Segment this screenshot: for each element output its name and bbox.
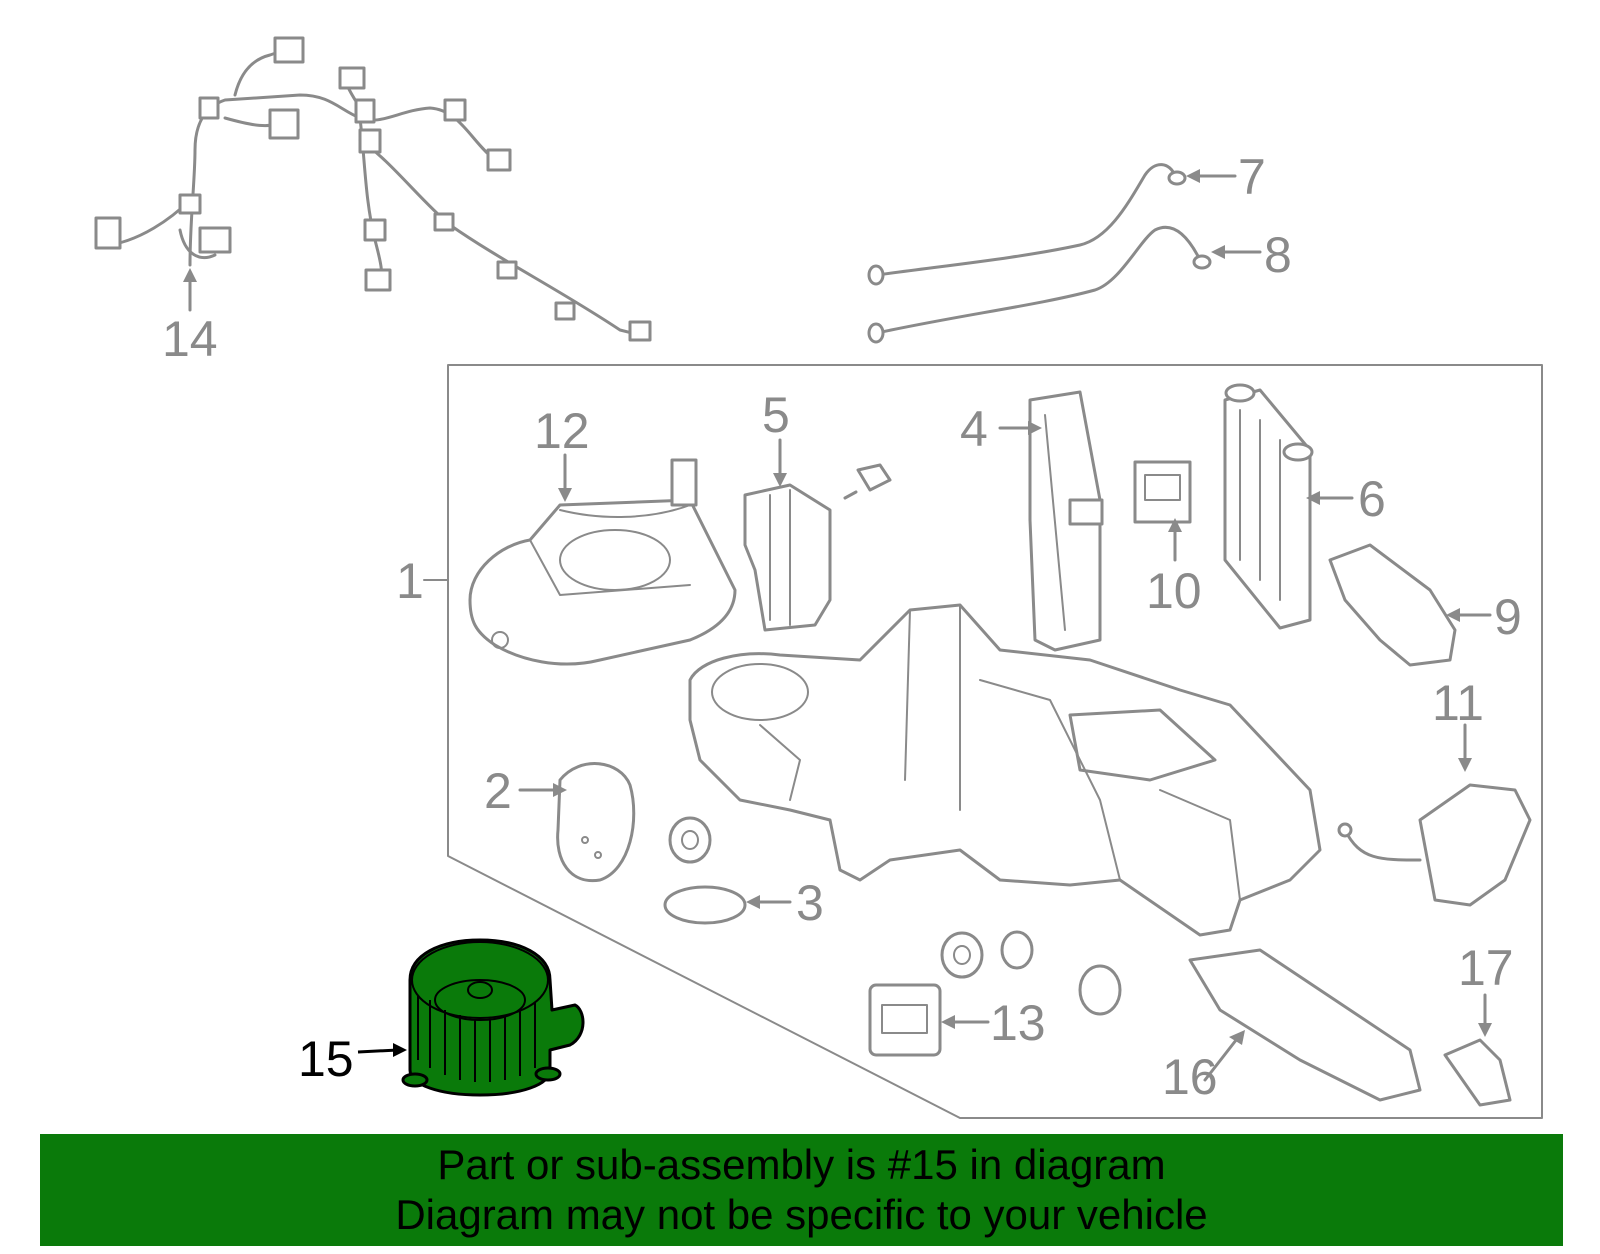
part-4-evaporator bbox=[998, 390, 1104, 652]
callout-7: 7 bbox=[1238, 149, 1266, 205]
callout-16: 16 bbox=[1162, 1049, 1218, 1105]
part-15-blower-motor bbox=[357, 938, 585, 1097]
assembly-outline-box bbox=[447, 364, 1543, 1119]
callout-13: 13 bbox=[990, 995, 1046, 1051]
callout-11: 11 bbox=[1432, 675, 1484, 731]
part-14-wiring-harness bbox=[94, 36, 652, 342]
callout-14: 14 bbox=[162, 311, 218, 367]
part-7-8-hoses bbox=[867, 163, 1262, 344]
callout-9: 9 bbox=[1494, 589, 1522, 645]
part-12-blower-housing bbox=[468, 453, 737, 666]
callout-4: 4 bbox=[960, 401, 988, 457]
callout-10: 10 bbox=[1146, 563, 1202, 619]
part-11-actuator bbox=[1337, 723, 1532, 907]
callout-2: 2 bbox=[484, 763, 512, 819]
callout-17: 17 bbox=[1458, 940, 1514, 996]
part-16-duct bbox=[1188, 948, 1422, 1102]
callout-5: 5 bbox=[762, 387, 790, 443]
callout-6: 6 bbox=[1358, 471, 1386, 527]
small-seals bbox=[940, 930, 1122, 1016]
part-6-heater-core bbox=[1223, 383, 1354, 630]
part-13-resistor bbox=[868, 983, 990, 1057]
callout-3: 3 bbox=[796, 875, 824, 931]
callout-1: 1 bbox=[396, 553, 424, 609]
callout-8: 8 bbox=[1264, 227, 1292, 283]
callout-12: 12 bbox=[534, 403, 590, 459]
banner-line-disclaimer: Diagram may not be specific to your vehi… bbox=[395, 1191, 1208, 1238]
part-2-gasket bbox=[518, 762, 636, 883]
banner-background bbox=[40, 1134, 1563, 1246]
info-banner: Part or sub-assembly is #15 in diagram D… bbox=[40, 1134, 1563, 1246]
part-1-hvac-case bbox=[688, 603, 1322, 937]
callout-15: 15 bbox=[298, 1031, 354, 1087]
banner-line-part-number: Part or sub-assembly is #15 in diagram bbox=[437, 1141, 1166, 1188]
part-17-clip bbox=[1443, 993, 1512, 1107]
part-10-sensor bbox=[1133, 460, 1192, 562]
part-9-duct bbox=[1328, 543, 1492, 667]
part-5-actuator bbox=[670, 438, 892, 632]
part-3-seal bbox=[663, 816, 792, 925]
